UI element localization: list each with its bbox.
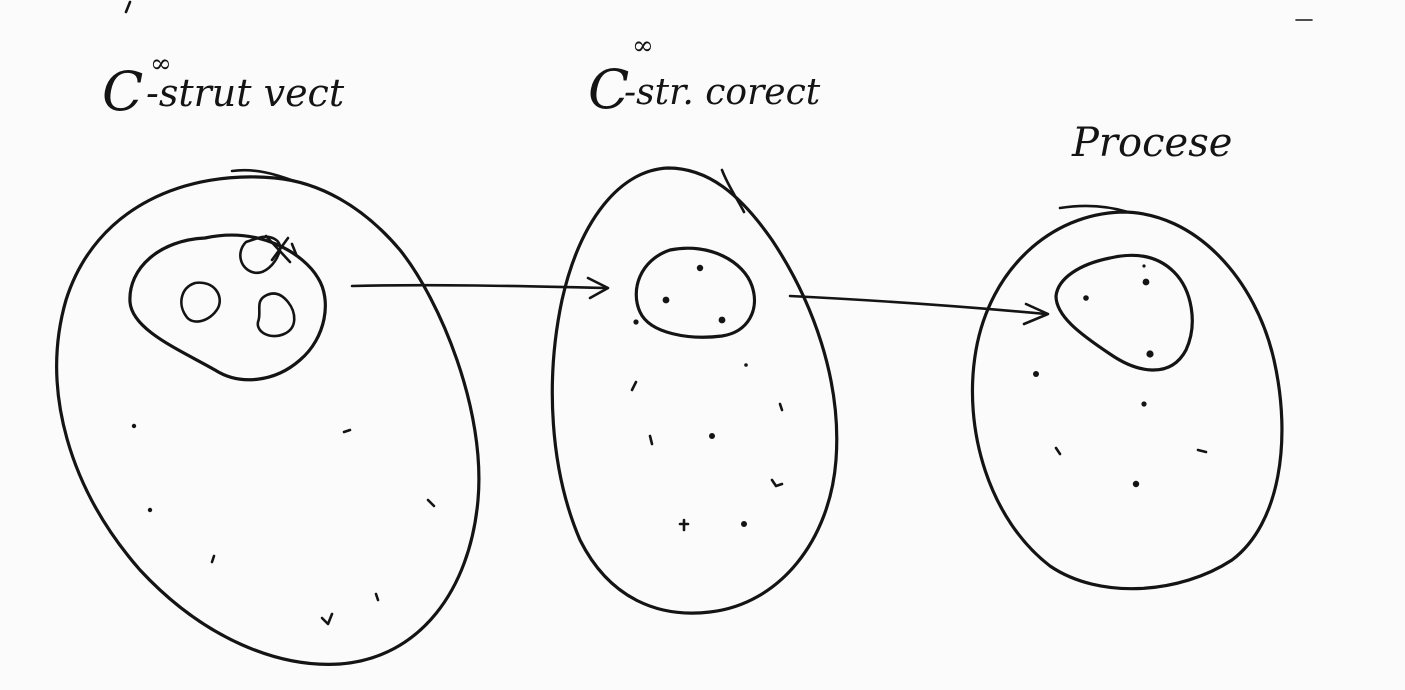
point (374, 592, 380, 602)
set-1-inner-subset (128, 233, 327, 382)
point (1083, 295, 1089, 301)
point (1142, 278, 1150, 286)
set-1-outer-region (55, 175, 481, 666)
point (633, 319, 639, 325)
set-2-label-superscript: ∞ (632, 31, 654, 61)
point (744, 363, 748, 367)
set-1-label-text: -strut vect (146, 71, 345, 115)
set-3-outer-region (970, 210, 1284, 591)
point (131, 423, 137, 429)
set-2-label: C ∞ -str. corect (588, 31, 821, 121)
set-3-subset-points (1083, 264, 1154, 358)
point (770, 478, 784, 488)
point (147, 507, 153, 513)
set-1-label-base: C (102, 60, 143, 123)
point (1142, 264, 1146, 268)
set-1-outer-overstroke (230, 168, 296, 183)
point (1033, 371, 1039, 377)
point (1146, 350, 1154, 358)
arrow-1-shaft (350, 283, 608, 290)
arrow-1-head (586, 276, 610, 300)
arrow-1 (350, 276, 610, 300)
point (1054, 446, 1062, 456)
point (718, 316, 726, 324)
set-2-label-text: -str. corect (624, 72, 821, 113)
point (1196, 448, 1208, 454)
arrow-2-shaft (788, 294, 1048, 316)
set-2-outer-region (550, 166, 839, 615)
set-1-blob (180, 281, 221, 323)
set-1-blob (239, 235, 282, 275)
set-1-label: C ∞ -strut vect (102, 49, 345, 123)
set-1-blob (256, 292, 296, 338)
arrow-2-head (1022, 302, 1050, 326)
point (778, 402, 784, 412)
point (1132, 480, 1140, 488)
set-1-label-superscript: ∞ (150, 49, 172, 79)
point (210, 554, 216, 564)
set-2-label-base: C (588, 58, 629, 121)
set-2-outer-overstroke (720, 168, 746, 214)
point (320, 612, 334, 626)
point (696, 264, 704, 272)
point (1141, 401, 1147, 407)
set-1-points (131, 423, 436, 626)
set-2-subset-points (633, 264, 726, 325)
set-3-points (1033, 371, 1208, 488)
set-3-label: Procese (1071, 120, 1232, 166)
point (630, 380, 638, 392)
set-2-points (630, 363, 784, 532)
set-1-blob-scribble (264, 234, 298, 264)
set-3-label-text: Procese (1071, 120, 1232, 166)
point (709, 433, 715, 439)
set-2-inner-subset (634, 246, 757, 339)
point (678, 518, 690, 532)
set-3-outer-overstroke (1058, 204, 1130, 214)
point (426, 498, 436, 508)
set-3-inner-subset (1054, 253, 1194, 372)
point (662, 296, 670, 304)
point (342, 428, 352, 434)
point (741, 521, 747, 527)
point (648, 434, 654, 446)
stray-mark (124, 0, 132, 14)
arrow-2 (788, 294, 1050, 326)
